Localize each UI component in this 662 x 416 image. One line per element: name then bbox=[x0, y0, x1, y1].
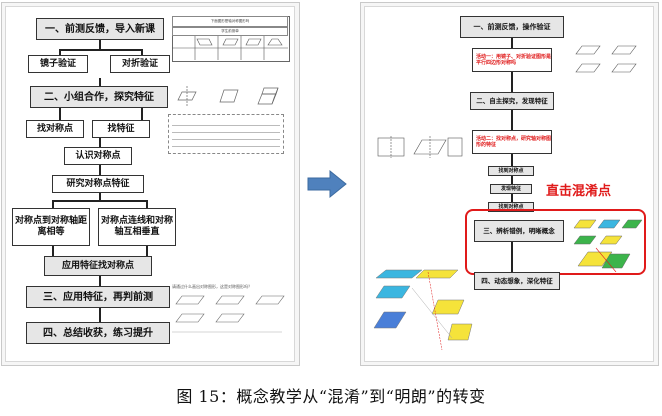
worksheet-note-lines bbox=[172, 119, 280, 147]
connector bbox=[59, 108, 61, 120]
connector bbox=[511, 154, 513, 166]
connector bbox=[511, 110, 513, 130]
left-step-4: 研究对称点特征 bbox=[52, 175, 144, 193]
connector bbox=[141, 49, 143, 55]
worksheet-footer-shapes bbox=[172, 295, 285, 333]
worksheet-table-title: 学生前测单 bbox=[172, 27, 288, 36]
left-step-3: 认识对称点 bbox=[64, 147, 132, 165]
activity-1: 活动一：用镜子、对折验证图形是平行四边形对称吗 bbox=[472, 48, 552, 72]
right-step-2: 二、自主探究，发现特征 bbox=[470, 92, 554, 110]
connector bbox=[52, 200, 146, 202]
dynamic-imagination-shapes bbox=[373, 269, 473, 351]
right-step-4: 四、动态想象，深化特征 bbox=[474, 272, 560, 290]
connector bbox=[141, 108, 143, 120]
connector bbox=[59, 49, 61, 55]
activity-1-shapes bbox=[575, 45, 637, 73]
right-small-box-3: 找到对称点 bbox=[488, 202, 534, 212]
connector bbox=[511, 72, 513, 92]
branch-mirror: 镜子验证 bbox=[28, 55, 88, 73]
activity-2-diagrams bbox=[377, 136, 463, 158]
connector bbox=[511, 176, 513, 184]
worksheet-note-box bbox=[168, 114, 284, 154]
connector bbox=[99, 193, 101, 200]
connector bbox=[511, 194, 513, 202]
connector bbox=[99, 165, 101, 175]
worksheet-table-shapes bbox=[172, 36, 288, 60]
connector bbox=[52, 246, 54, 256]
connector bbox=[511, 242, 513, 272]
worksheet-table-header: 下面图形是轴对称图形吗 bbox=[172, 16, 288, 27]
right-step-1: 一、前测反馈，操作验证 bbox=[460, 16, 564, 38]
connector bbox=[52, 200, 54, 208]
activity-2: 活动二：找对称点，研究轴对称图形的特征 bbox=[472, 130, 552, 154]
branch-equal-distance: 对称点到对称轴距离相等 bbox=[12, 208, 90, 246]
figure-caption: 图 15：概念教学从“混淆”到“明朗”的转变 bbox=[176, 387, 486, 406]
connector bbox=[99, 138, 101, 147]
left-step-6: 三、应用特征，再判前测 bbox=[26, 286, 170, 308]
right-step-3: 三、辨析错例，明晰概念 bbox=[474, 220, 564, 242]
connector bbox=[99, 276, 101, 286]
connector bbox=[99, 308, 101, 322]
connector bbox=[59, 49, 141, 51]
connector bbox=[99, 78, 101, 86]
branch-fold: 对折验证 bbox=[110, 55, 170, 73]
connector bbox=[99, 40, 101, 49]
error-example-shapes bbox=[573, 219, 643, 272]
connector bbox=[511, 38, 513, 48]
left-step-2: 二、小组合作，探究特征 bbox=[30, 86, 168, 108]
left-step-5: 应用特征找对称点 bbox=[44, 256, 152, 276]
left-step-1: 一、前测反馈，导入新课 bbox=[36, 18, 164, 40]
branch-find-points: 找对称点 bbox=[26, 120, 84, 138]
branch-perpendicular: 对称点连线和对称轴互相垂直 bbox=[98, 208, 176, 246]
transition-arrow-icon bbox=[307, 169, 347, 199]
right-small-box-2: 发现特征 bbox=[490, 184, 532, 194]
connector bbox=[146, 246, 148, 256]
left-step-7: 四、总结收获，练习提升 bbox=[26, 322, 170, 344]
branch-find-features: 找特征 bbox=[92, 120, 150, 138]
worksheet-diagrams bbox=[177, 86, 279, 106]
callout-label: 直击混淆点 bbox=[546, 184, 612, 199]
connector bbox=[146, 200, 148, 208]
worksheet-footer-question: 请通过什么画出对称图形，这是对称图形吗？ bbox=[172, 284, 252, 289]
right-small-box-1: 找到对称点 bbox=[488, 166, 534, 176]
